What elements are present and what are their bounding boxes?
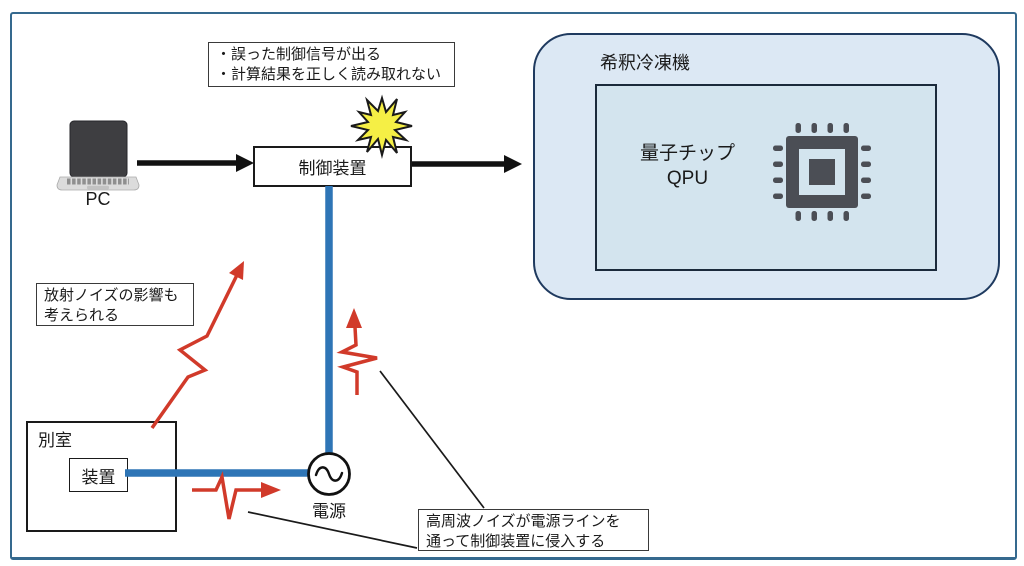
fault-symptoms-line-1: ・誤った制御信号が出る: [216, 46, 382, 63]
qpu-label-line-1: 量子チップ: [639, 143, 735, 164]
qpu-label-line-2: QPU: [666, 168, 709, 189]
power-source-label: 電源: [312, 502, 346, 521]
dilution-refrigerator-title: 希釈冷凍機: [600, 53, 690, 73]
conducted-noise-note: 高周波ノイズが電源ラインを 通って制御装置に侵入する: [418, 509, 649, 551]
fault-symptoms-note: ・誤った制御信号が出る ・計算結果を正しく読み取れない: [208, 42, 455, 87]
radiated-noise-line-2: 考えられる: [44, 307, 120, 324]
radiated-noise-line-1: 放射ノイズの影響も: [44, 287, 179, 304]
qpu-inner-box: [595, 84, 937, 271]
pc-label: PC: [85, 189, 111, 209]
conducted-noise-line-2: 通って制御装置に侵入する: [426, 533, 606, 550]
control-device-label: 制御装置: [298, 159, 367, 178]
separate-room-label: 別室: [38, 431, 72, 450]
device-label: 装置: [81, 467, 116, 487]
radiated-noise-note: 放射ノイズの影響も 考えられる: [36, 283, 194, 326]
fault-symptoms-line-2: ・計算結果を正しく読み取れない: [216, 66, 442, 83]
conducted-noise-line-1: 高周波ノイズが電源ラインを: [426, 513, 621, 530]
device-box: 装置: [69, 458, 128, 492]
qpu-label: 量子チップ QPU: [610, 141, 765, 191]
control-device-box: 制御装置: [253, 146, 412, 187]
